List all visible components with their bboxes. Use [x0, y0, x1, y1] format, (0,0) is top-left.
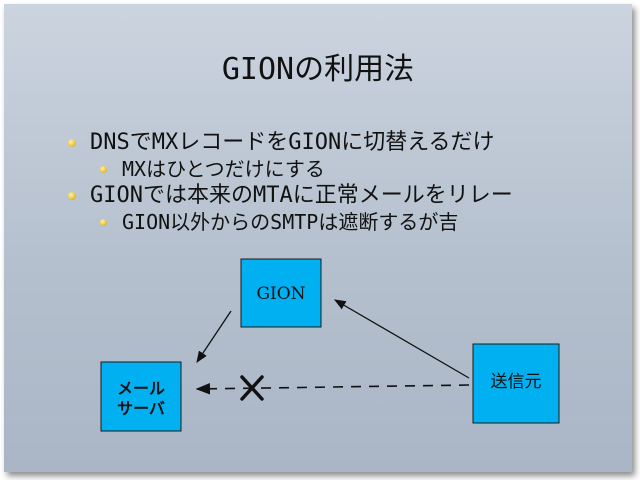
- bullet-dot-icon: [68, 192, 76, 200]
- direct-smtp-dashed-arrow: [195, 383, 470, 395]
- bullet-text: GION以外からのSMTPは遮断するが吉: [122, 210, 459, 234]
- sub-bullet-item: GION以外からのSMTPは遮断するが吉: [100, 210, 459, 234]
- bullet-text: GIONでは本来のMTAに正常メールをリレー: [90, 183, 513, 208]
- gion-node: [240, 258, 322, 328]
- mail-flow-diagram: GION メール サーバ 送信元: [100, 258, 560, 432]
- bullet-item: DNSでMXレコードをGIONに切替えるだけ: [68, 130, 495, 155]
- bullet-text: DNSでMXレコードをGIONに切替えるだけ: [90, 130, 495, 155]
- mail-server-label-line1: メール: [117, 379, 165, 398]
- mail-server-label-line2: サーバ: [117, 399, 165, 418]
- gion-to-mailserver-arrow: [196, 310, 232, 363]
- bullet-dot-icon: [100, 166, 107, 173]
- slide-title: GIONの利用法: [221, 52, 415, 87]
- sender-node: [472, 343, 560, 424]
- sub-bullet-item: MXはひとつだけにする: [100, 157, 325, 181]
- sender-node-label: 送信元: [491, 372, 542, 392]
- sender-to-gion-arrow: [333, 299, 470, 379]
- bullet-item: GIONでは本来のMTAに正常メールをリレー: [68, 183, 513, 208]
- gion-node-label: GION: [256, 284, 305, 304]
- mail-server-node: [100, 361, 182, 432]
- bullet-dot-icon: [68, 139, 76, 147]
- slide: GIONの利用法 DNSでMXレコードをGIONに切替えるだけ MXはひとつだけ…: [4, 4, 632, 472]
- bullet-text: MXはひとつだけにする: [122, 157, 325, 181]
- bullet-dot-icon: [100, 219, 107, 226]
- blocked-x-icon: [240, 375, 264, 401]
